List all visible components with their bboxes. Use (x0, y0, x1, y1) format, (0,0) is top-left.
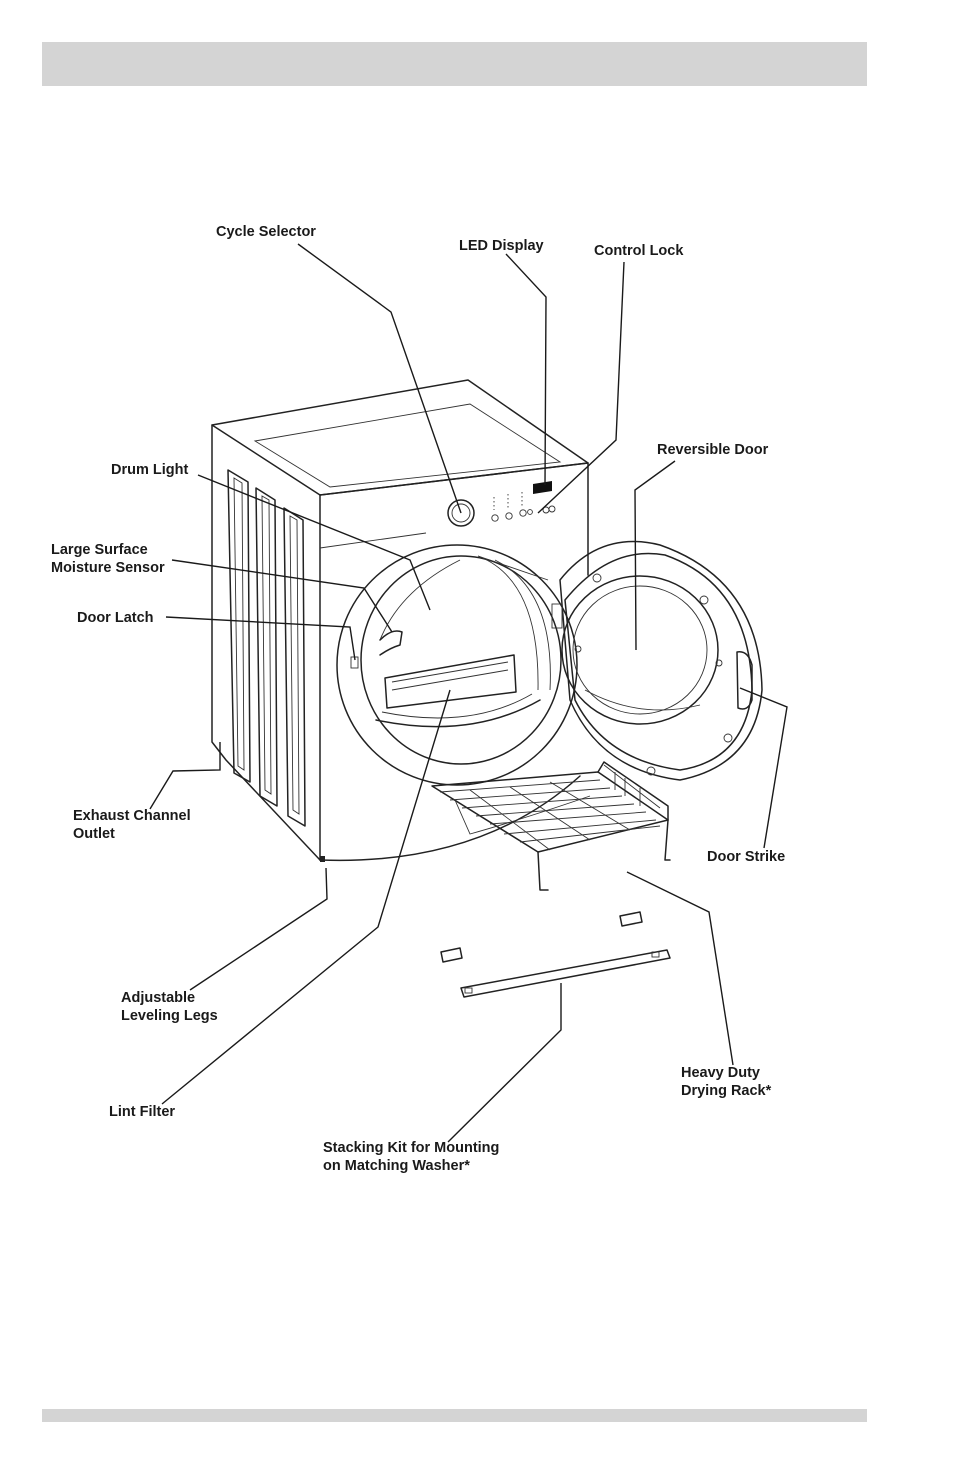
label-drum-light: Drum Light (111, 462, 189, 478)
label-control-lock: Control Lock (594, 243, 684, 259)
label-door-latch: Door Latch (77, 610, 154, 626)
leader-door-strike (739, 687, 788, 849)
stacking-kit-illustration (440, 911, 671, 998)
leader-lint-filter (161, 689, 451, 1105)
leader-reversible-door (634, 460, 676, 651)
leader-door-latch (165, 616, 356, 661)
header-bar (42, 42, 867, 86)
leader-stacking-kit (447, 983, 562, 1143)
label-reversible-door: Reversible Door (657, 442, 769, 458)
leader-drum-light (197, 474, 431, 611)
footer-bar (42, 1409, 867, 1422)
drying-rack-illustration (431, 761, 671, 891)
label-led-display: LED Display (459, 238, 544, 254)
leader-control-lock (537, 261, 625, 514)
leader-cycle-selector (297, 243, 462, 514)
leader-lines (149, 243, 788, 1143)
leader-drying-rack (626, 871, 734, 1066)
leader-led-display (505, 253, 547, 486)
leader-exhaust-outlet (149, 742, 221, 810)
label-cycle-selector: Cycle Selector (216, 224, 316, 240)
reversible-door-illustration (551, 540, 763, 781)
leader-moisture-sensor (171, 559, 393, 633)
label-door-strike: Door Strike (707, 849, 786, 865)
label-lint-filter: Lint Filter (109, 1104, 176, 1120)
dryer-illustration (211, 379, 589, 862)
leader-leveling-legs (189, 867, 328, 991)
